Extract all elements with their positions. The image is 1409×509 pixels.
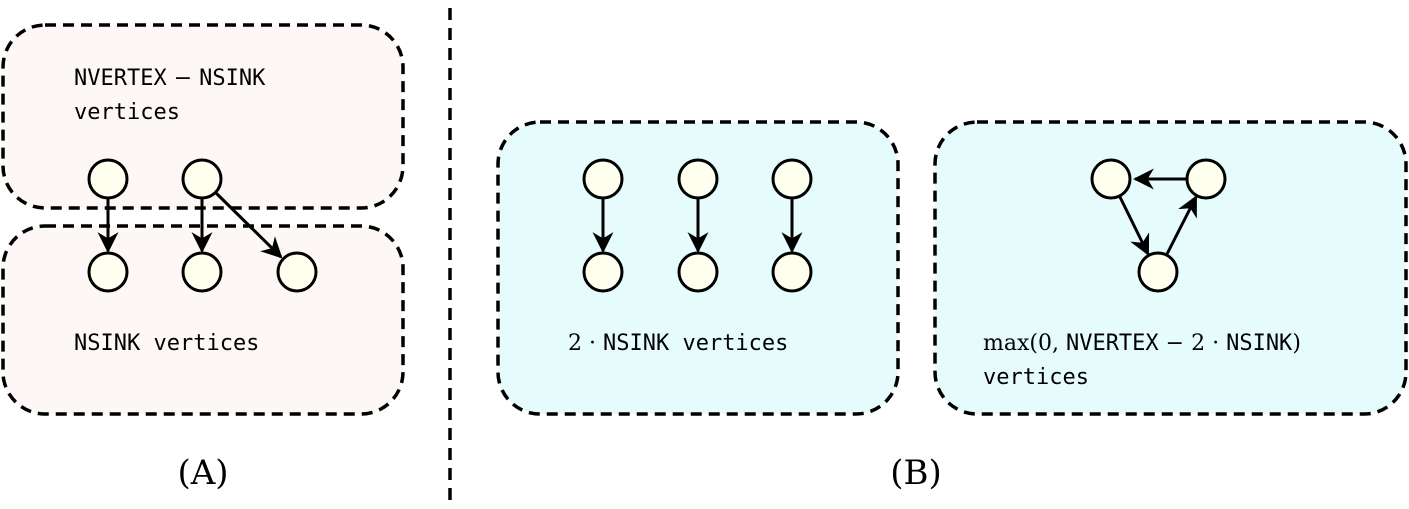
panel-b-right-label-line2: vertices [983,365,1089,390]
node-cycle-left [1090,158,1132,200]
nsink-term: NSINK [199,66,266,91]
panel-b-right-label-line1: max(0, NVERTEX − 2 · NSINK) [983,331,1301,356]
node-a-top-1 [87,158,129,200]
edge-cycle-left-to-bottom [1118,196,1150,256]
panel-b-left-nodes [582,158,813,293]
nvertex-term: NVERTEX [74,66,167,91]
node-a-bottom-3 [276,251,318,293]
node-b-pair-bottom-2 [677,251,719,293]
panel-b-left-edges [592,199,803,254]
minus-two-times: − 2 · [1159,331,1226,356]
panel-b-cycle-edges [1118,168,1198,256]
max-function: max(0, [983,331,1066,356]
panel-a-top-label-line1: NVERTEX − NSINK [74,66,266,91]
edge-cycle-bottom-to-right [1165,195,1198,255]
nsink-vertices-text: NSINK vertices [603,331,788,356]
nvertex-term: NVERTEX [1066,331,1159,356]
node-b-pair-bottom-1 [582,251,624,293]
panel-a-nodes [87,158,318,293]
node-a-bottom-2 [181,251,223,293]
panel-b-cycle-nodes [1090,158,1227,293]
caption-a: (A) [177,453,228,493]
panel-b-left-label: 2 · NSINK vertices [568,331,788,356]
nsink-term: NSINK [1226,331,1293,356]
node-b-pair-bottom-3 [771,251,813,293]
node-b-pair-top-1 [582,158,624,200]
node-b-pair-top-2 [677,158,719,200]
minus-operator: − [167,66,199,91]
node-cycle-right [1185,158,1227,200]
panel-a-bottom-label: NSINK vertices [74,331,259,356]
caption-b: (B) [890,453,942,493]
node-b-pair-top-3 [771,158,813,200]
panel-a-top-label-line2: vertices [74,100,180,125]
coefficient: 2 · [568,331,603,356]
node-a-top-2 [181,158,223,200]
node-cycle-bottom [1137,251,1179,293]
edge-a-3 [214,191,283,259]
panel-a-edges [97,191,283,259]
node-a-bottom-1 [87,251,129,293]
close-paren: ) [1292,331,1301,356]
